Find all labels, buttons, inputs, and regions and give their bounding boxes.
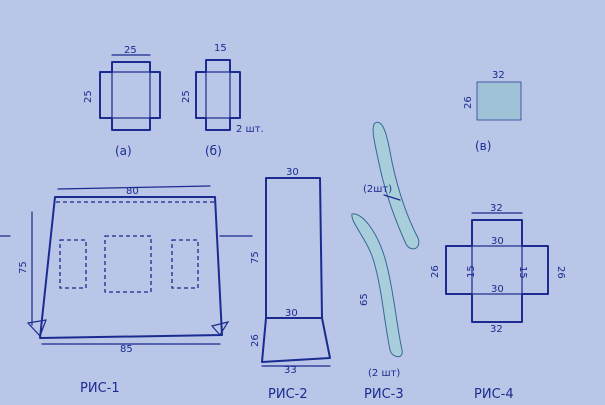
dim-f4-inner-bottom: 30 xyxy=(491,284,504,295)
label-f3-count-top: (2шт) xyxy=(363,184,392,195)
dim-f4-inner-left: 15 xyxy=(466,265,477,278)
label-b: (б) xyxy=(205,144,222,158)
caption-fig-4: РИС-4 xyxy=(474,387,514,402)
pattern-a: 25 25 (a) xyxy=(83,45,161,158)
figure-2: 30 30 75 26 33 РИС-2 xyxy=(250,167,331,402)
label-a: (a) xyxy=(115,144,132,158)
figure-1: 80 85 75 РИС-1 xyxy=(0,185,253,396)
dim-b-height: 25 xyxy=(181,90,192,103)
dim-v-width: 32 xyxy=(492,70,505,81)
dim-a-width: 25 xyxy=(124,45,137,56)
dim-f1-top: 80 xyxy=(126,186,139,197)
dim-f2-h2: 26 xyxy=(250,334,261,347)
label-f3-count-bottom: (2 шт) xyxy=(368,368,400,379)
caption-fig-1: РИС-1 xyxy=(80,381,120,396)
pattern-v: 32 26 (в) xyxy=(463,70,522,153)
dim-f4-left: 26 xyxy=(430,265,441,278)
figure-4: 32 30 30 32 26 26 15 15 РИС-4 xyxy=(430,203,566,402)
dim-f3-length: 65 xyxy=(359,293,370,306)
dim-f2-bottom: 33 xyxy=(284,365,297,376)
label-b-count: 2 шт. xyxy=(236,124,264,135)
dim-v-height: 26 xyxy=(463,96,474,109)
dim-f1-height: 75 xyxy=(18,261,29,274)
pattern-b: 15 25 2 шт. (б) xyxy=(181,43,264,158)
caption-fig-3: РИС-3 xyxy=(364,387,404,402)
dim-f4-right: 26 xyxy=(555,266,566,279)
label-v: (в) xyxy=(475,139,491,153)
dim-f4-inner-top: 30 xyxy=(491,236,504,247)
dim-b-width: 15 xyxy=(214,43,227,54)
dim-f2-mid: 30 xyxy=(285,308,298,319)
dim-f4-bottom: 32 xyxy=(490,324,503,335)
dim-f4-top: 32 xyxy=(490,203,503,214)
dim-f2-top: 30 xyxy=(286,167,299,178)
dim-f1-bottom: 85 xyxy=(120,344,133,355)
dim-f4-inner-right: 15 xyxy=(517,266,528,279)
caption-fig-2: РИС-2 xyxy=(268,387,308,402)
dim-f2-h1: 75 xyxy=(250,251,261,264)
figure-3: (2шт) 65 (2 шт) РИС-3 xyxy=(351,121,420,402)
dim-a-height: 25 xyxy=(83,90,94,103)
